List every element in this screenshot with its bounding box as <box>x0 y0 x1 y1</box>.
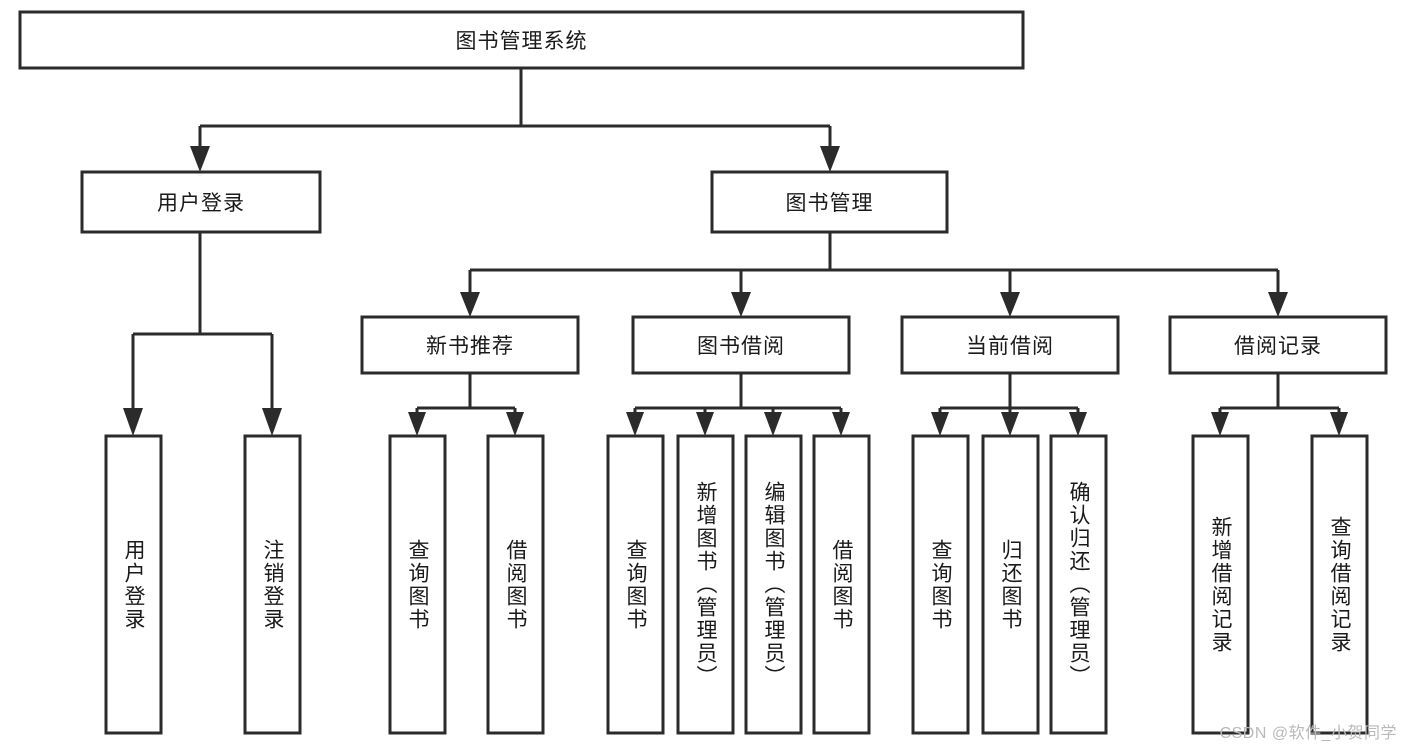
leaf-query-book-3-box[interactable] <box>911 434 970 735</box>
node-current-borrow-box[interactable] <box>900 315 1120 375</box>
connector-current-borrow-to-leaves <box>931 373 1087 436</box>
arrow-head-leaf-query-book-3 <box>931 412 949 436</box>
arrow-head-borrow-record <box>1268 292 1288 317</box>
arrow-head-leaf-logout <box>262 408 282 436</box>
arrow-head-new-book-recommend <box>460 292 480 317</box>
node-borrow-record-box[interactable] <box>1168 315 1388 375</box>
arrow-head-leaf-edit-book <box>764 412 782 436</box>
arrow-head-leaf-user-login <box>123 408 143 436</box>
leaf-user-login-box[interactable] <box>104 434 163 735</box>
arrow-head-book-manage <box>820 146 840 172</box>
node-root-box[interactable] <box>18 10 1025 70</box>
node-book-manage-box[interactable] <box>710 170 949 234</box>
leaf-edit-book-box[interactable] <box>744 434 803 735</box>
arrow-head-leaf-query-book-2 <box>626 412 644 436</box>
arrow-head-leaf-add-book <box>696 412 714 436</box>
arrow-head-leaf-confirm-return <box>1069 412 1087 436</box>
leaf-return-book-box[interactable] <box>981 434 1040 735</box>
leaf-add-book-box[interactable] <box>676 434 735 735</box>
arrow-head-leaf-borrow-book-2 <box>832 412 850 436</box>
arrow-head-leaf-query-record <box>1330 412 1348 436</box>
leaf-add-record-box[interactable] <box>1191 434 1250 735</box>
leaf-confirm-return-box[interactable] <box>1049 434 1108 735</box>
arrow-head-current-borrow <box>1000 292 1020 317</box>
node-book-borrow-box[interactable] <box>631 315 851 375</box>
connector-root-to-level2 <box>190 68 840 172</box>
leaf-borrow-book-2-box[interactable] <box>812 434 871 735</box>
arrow-head-leaf-add-record <box>1211 412 1229 436</box>
connector-user-login-to-leaves <box>123 232 282 436</box>
connector-new-book-recommend-to-leaves <box>408 373 524 436</box>
arrow-head-leaf-return-book <box>1001 412 1019 436</box>
arrow-head-book-borrow <box>731 292 751 317</box>
leaf-borrow-book-1-box[interactable] <box>486 434 545 735</box>
arrow-head-leaf-query-book-1 <box>408 412 426 436</box>
leaf-query-record-box[interactable] <box>1310 434 1369 735</box>
arrow-head-user-login <box>190 146 210 172</box>
leaf-query-book-2-box[interactable] <box>606 434 665 735</box>
connector-book-borrow-to-leaves <box>626 373 850 436</box>
arrow-head-leaf-borrow-book-1 <box>506 412 524 436</box>
node-user-login-box[interactable] <box>80 170 322 234</box>
node-new-book-recommend-box[interactable] <box>360 315 580 375</box>
leaf-logout-box[interactable] <box>243 434 302 735</box>
leaf-query-book-1-box[interactable] <box>388 434 447 735</box>
connector-book-manage-to-level3 <box>460 232 1288 317</box>
connector-borrow-record-to-leaves <box>1211 373 1348 436</box>
